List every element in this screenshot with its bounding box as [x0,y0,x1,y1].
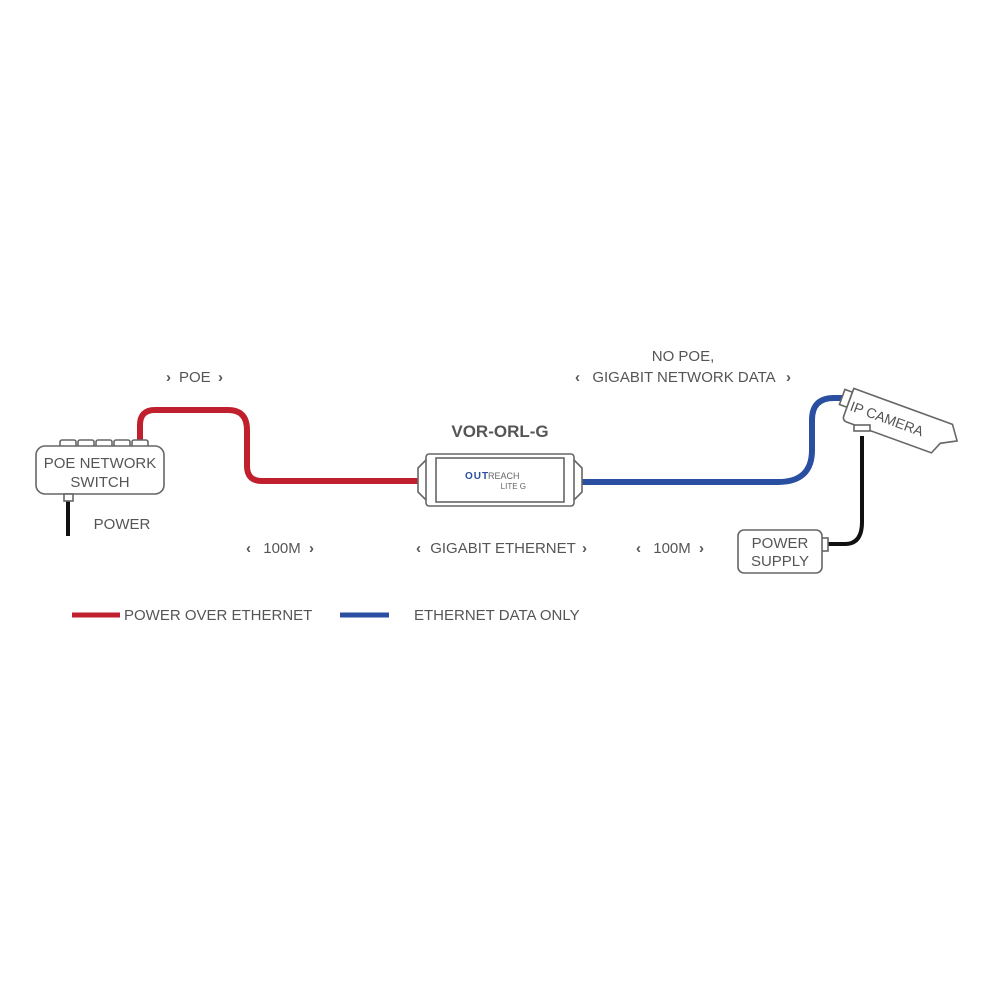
switch-power-label: POWER [94,516,151,533]
chevron-right-icon: › [582,540,587,557]
extender-model: VOR-ORL-G [451,422,548,441]
power-supply-line2: SUPPLY [751,553,809,570]
no-poe-label: NO POE, [652,348,715,365]
brand-out: OUT [465,471,489,482]
chevron-left-icon: ‹ [636,540,641,557]
ip-camera: IP CAMERA [838,387,959,454]
chevron-left-icon: ‹ [246,540,251,557]
legend-label-data: ETHERNET DATA ONLY [414,607,580,624]
chevron-left-icon: ‹ [416,540,421,557]
gigabit-data-annotation: ‹ GIGABIT NETWORK DATA › [575,369,791,386]
brand-sub: LITE G [501,482,526,491]
legend-label-poe: POWER OVER ETHERNET [124,607,312,624]
chevron-right-icon: › [699,540,704,557]
poe-label: POE [179,369,211,386]
brand-reach: REACH [488,471,520,481]
chevron-right-icon: › [309,540,314,557]
poe-network-switch: POE NETWORK SWITCH [35,439,165,502]
camera-power-cable [827,436,864,546]
chevron-right-icon: › [166,369,171,386]
switch-label-line1: POE NETWORK [44,455,157,472]
gigabit-data-label: GIGABIT NETWORK DATA [592,369,775,386]
power-supply: POWER SUPPLY [737,529,829,574]
chevron-left-icon: ‹ [575,369,580,386]
gigabit-ethernet-annotation: ‹ GIGABIT ETHERNET › [416,540,587,557]
gigabit-ethernet-label: GIGABIT ETHERNET [430,540,576,557]
poe-cable [137,407,430,484]
data-cable [570,395,846,485]
camera-mount [853,424,871,432]
distance-left-label: 100M [263,540,301,557]
outreach-extender: OUT REACH LITE G [417,453,583,507]
chevron-right-icon: › [786,369,791,386]
switch-label-line2: SWITCH [70,474,129,491]
poe-annotation: › POE › [166,369,223,386]
power-supply-line1: POWER [752,535,809,552]
distance-left-annotation: ‹ 100M › [246,540,314,557]
chevron-right-icon: › [218,369,223,386]
legend: POWER OVER ETHERNET ETHERNET DATA ONLY [72,607,580,624]
distance-right-annotation: ‹ 100M › [636,540,704,557]
distance-right-label: 100M [653,540,691,557]
